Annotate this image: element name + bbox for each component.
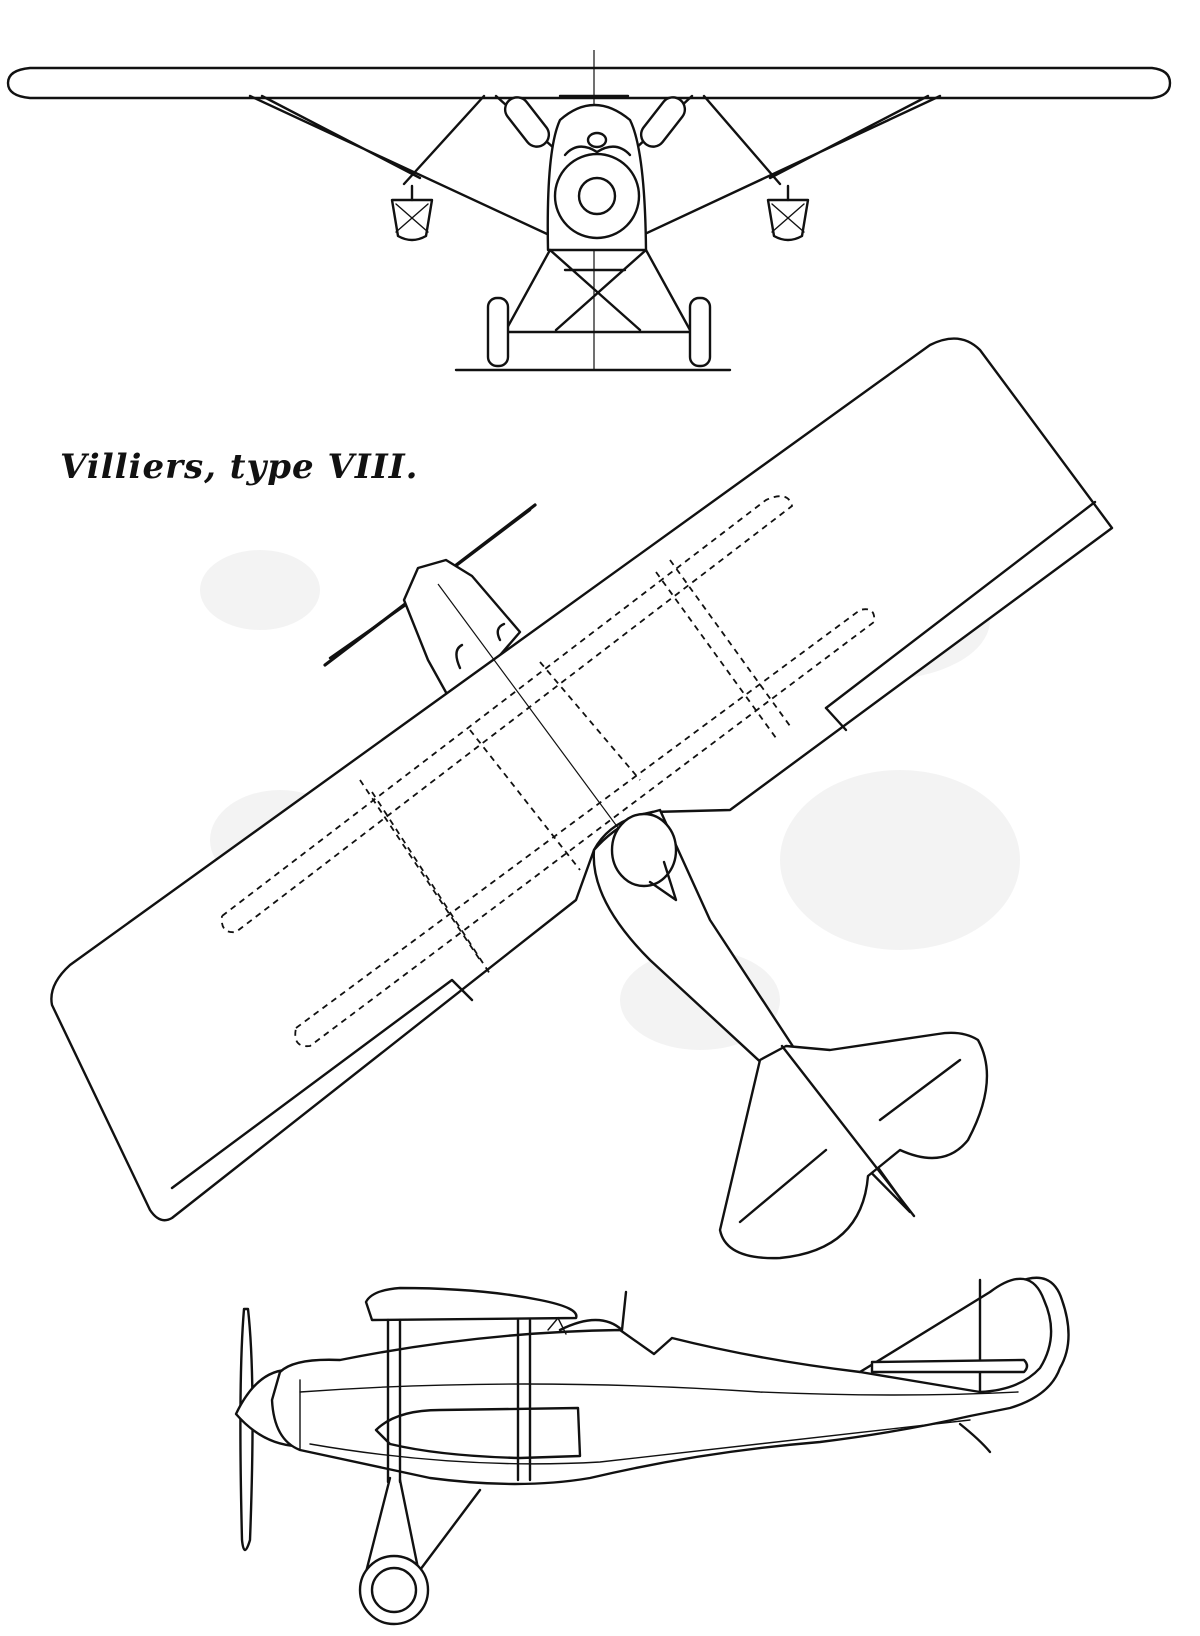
plan-exhaust-bumps [455, 622, 506, 670]
front-upper-wing [6, 66, 1172, 100]
side-wheel-hub [370, 1566, 418, 1614]
side-view [234, 1276, 1070, 1626]
front-left-wheel [486, 296, 510, 368]
front-cowl-ring [553, 152, 641, 240]
front-left-strut [248, 94, 562, 242]
plan-front-spar-dashed [220, 495, 794, 934]
plan-left-aileron [170, 978, 474, 1190]
side-wheel [358, 1554, 430, 1626]
front-cockpit-sight [586, 131, 608, 149]
plan-view [50, 337, 1114, 1260]
plan-right-aileron-end [824, 706, 848, 732]
side-undercarriage-legs [362, 1476, 482, 1582]
side-interplane-struts [386, 1318, 532, 1484]
plan-headrest [648, 860, 678, 902]
side-cabane [547, 1316, 567, 1335]
front-right-slot [639, 96, 687, 148]
drawing-caption: Villiers, type VIII. [60, 447, 419, 487]
side-tail-skid [958, 1422, 992, 1454]
front-right-float-brace [771, 203, 805, 233]
front-undercarriage [504, 248, 692, 334]
plan-cockpit [610, 812, 678, 888]
front-left-float-brace [395, 203, 429, 233]
front-left-slot [503, 96, 551, 148]
side-upper-wing [364, 1286, 578, 1322]
front-view [6, 50, 1172, 372]
front-right-wheel [688, 296, 712, 368]
side-cockpit [558, 1290, 628, 1332]
front-cowl-bumps [563, 145, 632, 157]
plan-elevator-hinges [738, 1058, 962, 1224]
front-prop-hub [577, 176, 617, 216]
side-upper-longeron [299, 1383, 1019, 1396]
plan-fin-line [780, 1044, 916, 1218]
front-right-strut [630, 94, 942, 242]
plan-left-strut-dashed [359, 779, 491, 975]
plan-tailplane [718, 1031, 989, 1260]
plan-center-dashed [469, 661, 641, 871]
side-propeller [239, 1307, 254, 1552]
plan-rear-spar-dashed [294, 608, 876, 1048]
plan-right-aileron [824, 500, 1097, 710]
side-stabilizer [870, 1358, 1029, 1374]
side-lower-longeron [309, 1419, 971, 1465]
plan-right-strut-dashed [655, 559, 791, 739]
side-tail-fin [858, 1277, 1053, 1394]
